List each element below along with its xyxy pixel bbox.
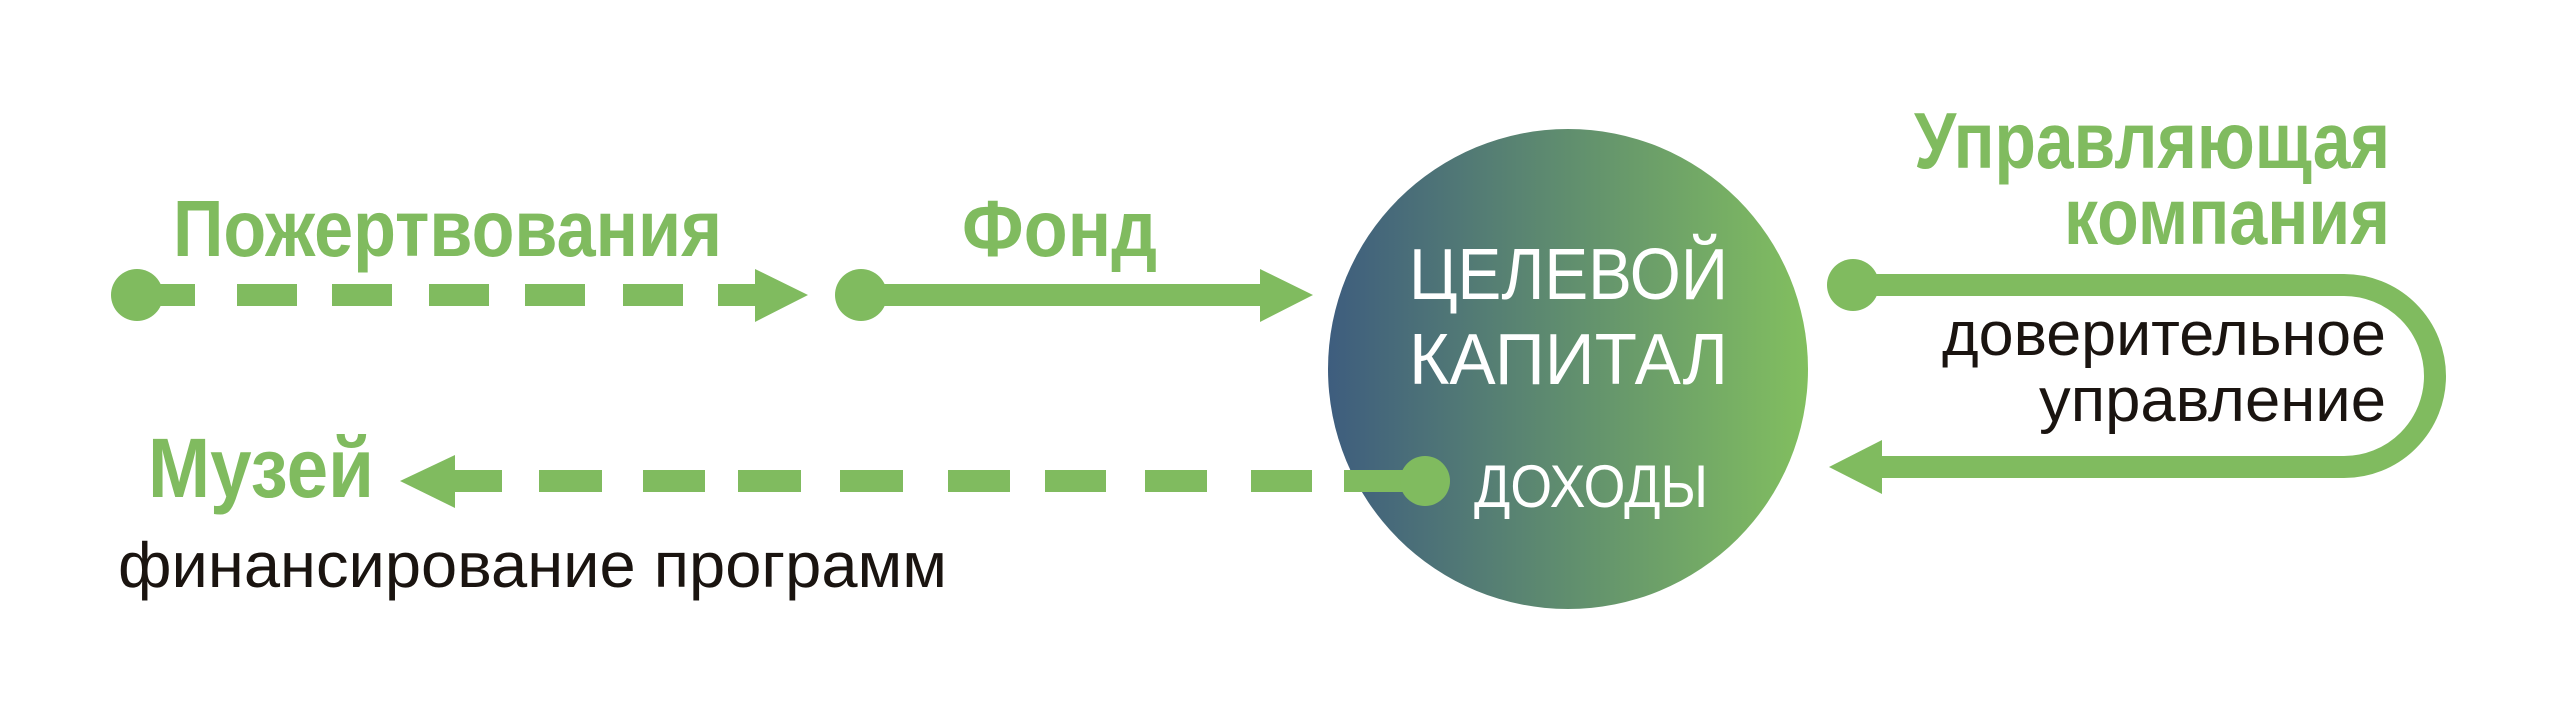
trust-management-loop-arrow: [1827, 259, 2446, 494]
endowment-title-line1: ЦЕЛЕВОЙ: [1409, 233, 1728, 315]
income-dashed-arrow: [400, 455, 1450, 508]
fund-solid-arrow: [835, 269, 1313, 322]
endowment-title-line2: КАПИТАЛ: [1409, 320, 1728, 400]
fund-label: Фонд: [962, 184, 1157, 273]
program-funding-label: финансирование программ: [118, 529, 947, 601]
arrowhead-icon: [755, 269, 808, 322]
trust-management-line1: доверительное: [1942, 300, 2386, 369]
donations-label: Пожертвования: [173, 184, 722, 273]
income-label: ДОХОДЫ: [1474, 453, 1708, 520]
arrowhead-icon: [1260, 269, 1313, 322]
arrowhead-icon: [400, 455, 455, 508]
arrowhead-icon: [1829, 440, 1882, 494]
management-company-line2: компания: [2064, 172, 2390, 261]
management-company-line1: Управляющая: [1914, 96, 2390, 185]
donations-dashed-arrow: [111, 269, 808, 322]
museum-label: Музей: [148, 421, 374, 515]
income-dot: [1400, 456, 1450, 506]
trust-management-line2: управление: [2039, 366, 2386, 435]
